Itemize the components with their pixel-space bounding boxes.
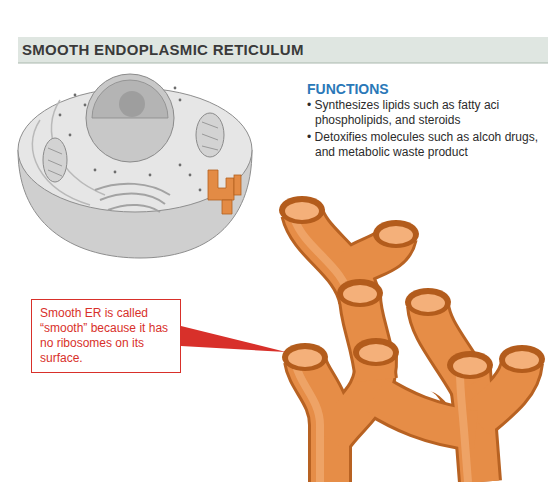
function-bullet: • Detoxifies molecules such as alcoh dru…: [307, 130, 548, 160]
function-bullet: • Synthesizes lipids such as fatty aci p…: [307, 98, 548, 128]
tube-openings: [279, 196, 545, 379]
callout-text: Smooth ER is called “smooth” because it …: [40, 306, 172, 366]
callout-pointer: [181, 326, 286, 352]
title-rule: [18, 63, 548, 64]
cell-illustration: [18, 74, 252, 258]
title-band: [18, 37, 548, 63]
smooth-er-tubes: [294, 212, 522, 482]
title: SMOOTH ENDOPLASMIC RETICULUM: [22, 41, 304, 58]
callout-box: Smooth ER is called “smooth” because it …: [31, 299, 181, 373]
section-heading: FUNCTIONS: [307, 81, 537, 99]
